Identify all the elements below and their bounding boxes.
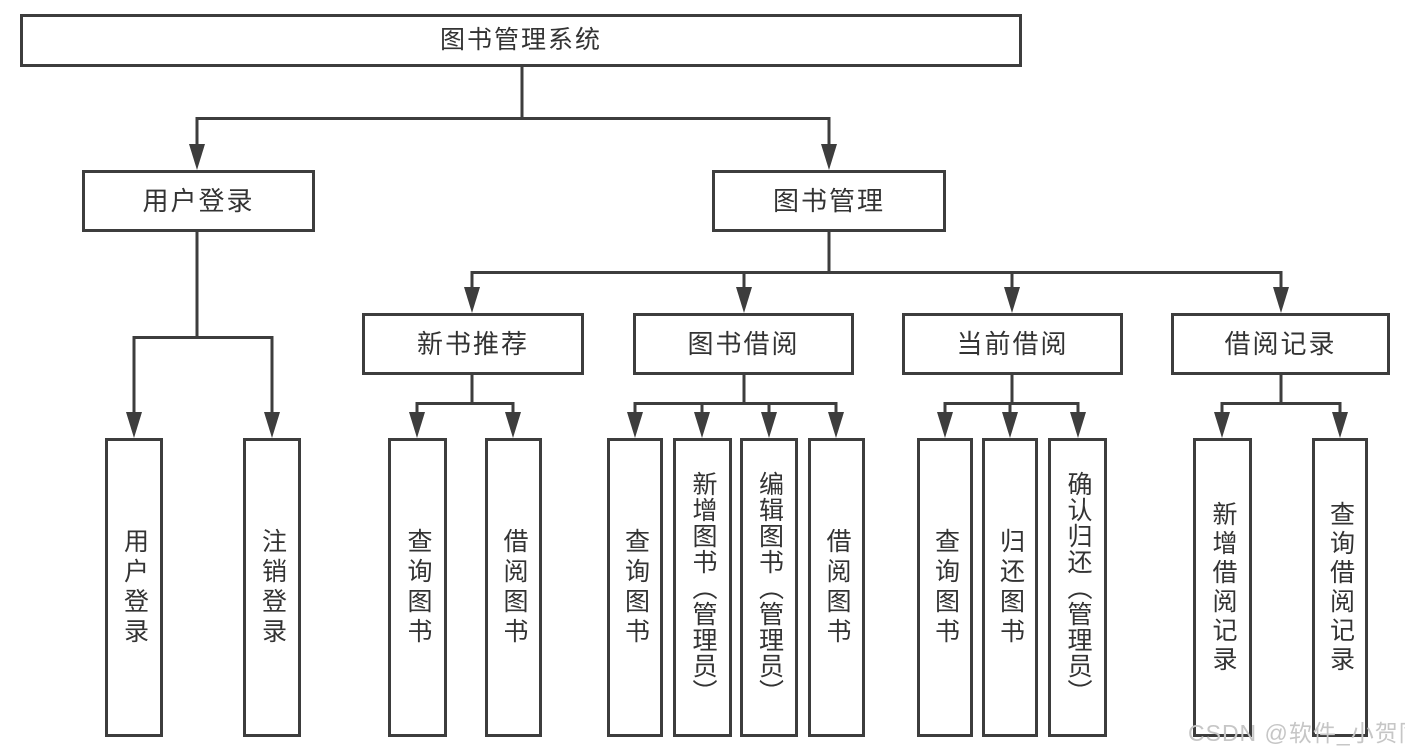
node-borrow-records: 借阅记录 (1171, 313, 1390, 375)
node-user-login: 用户登录 (82, 170, 315, 232)
leaf-user-login: 用户登录 (105, 438, 163, 737)
arrowhead (761, 412, 777, 438)
node-root: 图书管理系统 (20, 14, 1022, 67)
leaf-borrow-books-borrow: 借阅图书 (808, 438, 865, 737)
wire-book-mgmt-branch (464, 229, 1289, 313)
leaf-add-borrow-record: 新增借阅记录 (1193, 438, 1252, 737)
leaf-add-book-admin: 新增图书（管理员） (673, 438, 732, 737)
arrowhead (627, 412, 643, 438)
leaf-borrow-books-newbook: 借阅图书 (485, 438, 542, 737)
node-new-book-recommend: 新书推荐 (362, 313, 584, 375)
wire-segment (195, 117, 831, 150)
arrowhead (505, 412, 521, 438)
arrowhead (126, 412, 142, 438)
wire-segment (132, 336, 274, 418)
arrowhead (1004, 287, 1020, 313)
wire-segment (470, 271, 1283, 295)
arrowhead (937, 412, 953, 438)
arrowhead (828, 412, 844, 438)
wire-borrow-record-branch (1214, 372, 1348, 438)
arrowhead (1332, 412, 1348, 438)
leaf-return-book: 归还图书 (982, 438, 1038, 737)
arrowhead (736, 287, 752, 313)
arrowhead (464, 287, 480, 313)
arrowhead (821, 144, 837, 170)
leaf-query-books-current: 查询图书 (917, 438, 973, 737)
leaf-logout: 注销登录 (243, 438, 301, 737)
wire-segment (415, 402, 515, 418)
wire-segment (633, 402, 838, 418)
arrowhead (1002, 412, 1018, 438)
arrowhead (1273, 287, 1289, 313)
arrowhead (694, 412, 710, 438)
arrowhead (409, 412, 425, 438)
node-current-borrow: 当前借阅 (902, 313, 1123, 375)
node-book-management: 图书管理 (712, 170, 946, 232)
arrowhead (264, 412, 280, 438)
wire-root-to-level2 (189, 64, 837, 170)
wire-book-borrow-branch (627, 372, 844, 438)
leaf-query-books-borrow: 查询图书 (607, 438, 663, 737)
leaf-query-books-newbook: 查询图书 (388, 438, 447, 737)
leaf-edit-book-admin: 编辑图书（管理员） (740, 438, 798, 737)
wire-user-login-branch (126, 229, 280, 438)
watermark: CSDN @软件_小贺同学 (1188, 720, 1405, 746)
wire-current-borrow-branch (937, 372, 1086, 438)
arrowhead (1070, 412, 1086, 438)
leaf-query-borrow-record: 查询借阅记录 (1312, 438, 1368, 737)
wire-new-book-branch (409, 372, 521, 438)
arrowhead (189, 144, 205, 170)
leaf-confirm-return-admin: 确认归还（管理员） (1048, 438, 1107, 737)
node-book-borrow: 图书借阅 (633, 313, 854, 375)
wire-segment (1220, 402, 1342, 418)
arrowhead (1214, 412, 1230, 438)
